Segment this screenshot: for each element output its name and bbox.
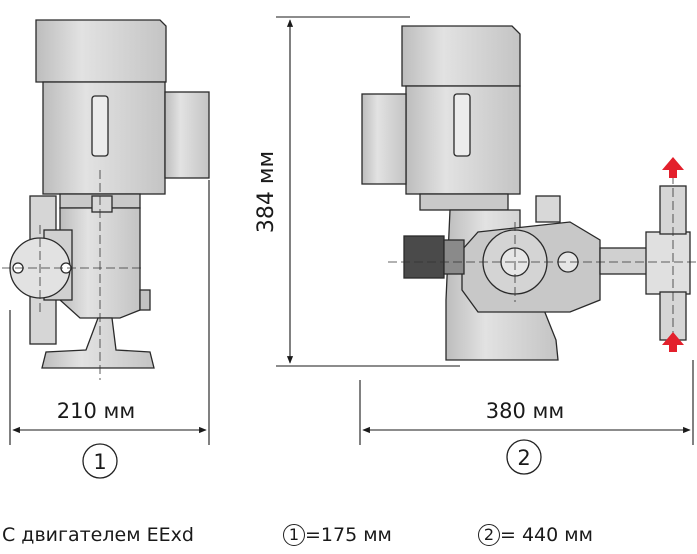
lower-connector (29, 295, 57, 345)
dosing-head-block (645, 231, 691, 295)
reference-1-number: 1 (283, 524, 305, 546)
right-width-label: 380 мм (486, 399, 564, 423)
motor-cap-front (401, 25, 521, 87)
callout-circle-2 (506, 439, 542, 475)
pump-front-view (361, 25, 691, 361)
flow-arrows (662, 157, 684, 352)
inflow-arrow (662, 332, 684, 352)
reference-2-value: = 440 мм (500, 524, 593, 546)
callout-circle-1 (82, 443, 118, 479)
connecting-rod (599, 247, 651, 275)
terminal-box (164, 91, 210, 179)
motor-slot (91, 95, 109, 157)
pump-foot (41, 317, 155, 369)
right-centerlines (388, 175, 697, 350)
reference-2-number: 2 (478, 524, 500, 546)
reference-1-value: =175 мм (305, 524, 392, 546)
left-width-dimension (9, 180, 210, 445)
pump-side-view (9, 19, 210, 369)
callout-number-2: 2 (517, 446, 530, 470)
reference-2-caption: 2= 440 мм (478, 524, 593, 546)
height-dimension (276, 16, 460, 367)
stroke-adjust-knob (403, 235, 445, 279)
motor-note-caption: С двигателем EExd (2, 524, 194, 546)
left-width-label: 210 мм (57, 399, 135, 423)
reference-1-caption: 1=175 мм (283, 524, 392, 546)
outflow-arrow (662, 157, 684, 178)
callout-number-1: 1 (93, 450, 106, 474)
terminal-box-front (361, 93, 407, 185)
right-width-dimension (359, 360, 694, 445)
left-centerlines (2, 170, 142, 380)
height-label: 384 мм (254, 151, 279, 233)
top-valve (91, 195, 113, 213)
motor-cap (35, 19, 167, 83)
